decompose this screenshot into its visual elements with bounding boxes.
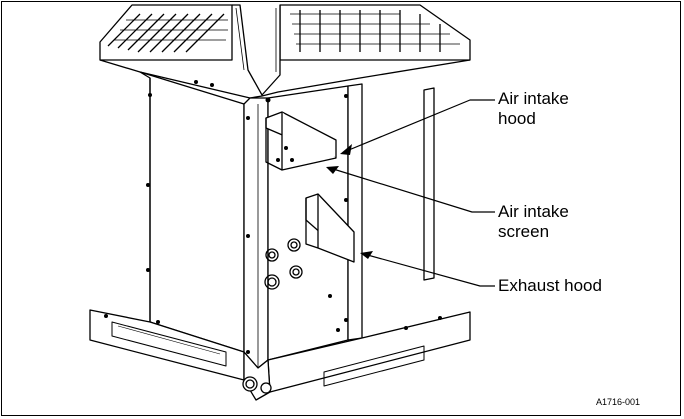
fastener-dots	[104, 80, 442, 354]
air-intake-hood	[265, 111, 337, 171]
leader-lines	[329, 99, 495, 287]
corner-post	[243, 97, 269, 369]
door-strip	[423, 87, 435, 281]
leader-arrowheads	[326, 144, 373, 259]
top-grille-left	[99, 4, 233, 61]
figure-id: A1716-001	[596, 397, 641, 407]
cap-corner	[232, 4, 281, 96]
callout-exhaust-hood: Exhaust hood	[498, 276, 602, 295]
top-grille-right	[279, 4, 471, 61]
left-panel	[139, 71, 245, 353]
callout-air-intake-hood: Air intake hood	[498, 89, 569, 128]
callout-air-intake-screen: Air intake screen	[498, 202, 569, 241]
exhaust-hood	[305, 193, 355, 263]
pipe-fittings	[264, 238, 303, 290]
right-panel	[347, 83, 363, 341]
